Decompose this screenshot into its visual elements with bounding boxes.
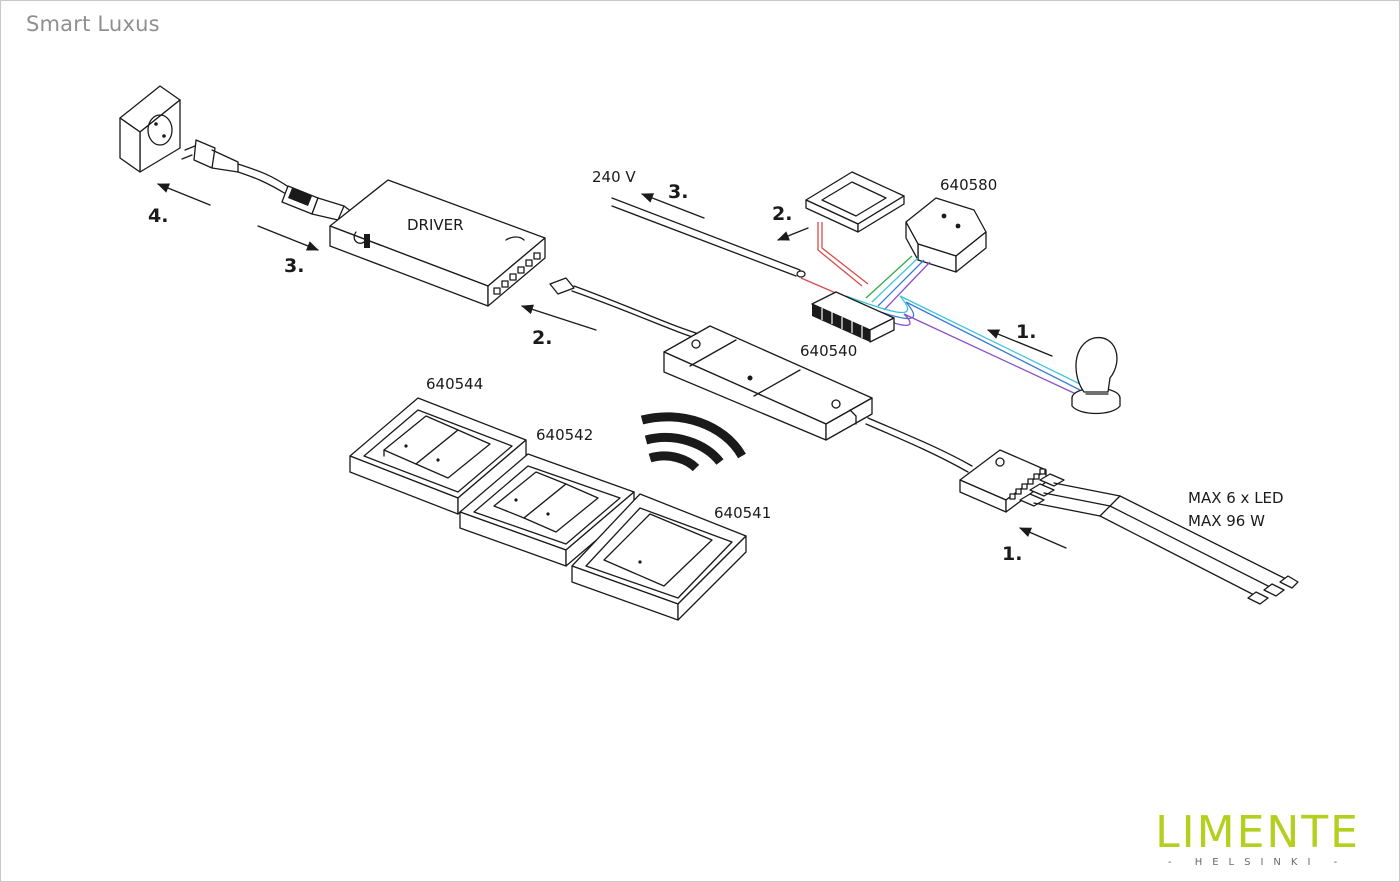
- mains-wire-240v: [611, 197, 806, 278]
- step-2-driver-label: 2.: [532, 327, 552, 349]
- label-640542: 640542: [536, 426, 593, 444]
- step-3-plug-label: 3.: [284, 255, 304, 277]
- iec-connector: [281, 185, 353, 221]
- terminal-blocks: [811, 291, 895, 343]
- arrow-step-3-plug: [257, 225, 319, 251]
- mains-plug: [181, 139, 239, 173]
- wireless-signal-icon: [640, 412, 746, 472]
- limente-logo: LIMENTE - HELSINKI -: [1155, 807, 1360, 869]
- sensor-640580: [905, 197, 987, 273]
- logo-subtitle: - HELSINKI -: [1167, 857, 1348, 868]
- arrow-step-1-led: [1019, 527, 1067, 549]
- label-640544: 640544: [426, 375, 483, 393]
- label-640541: 640541: [714, 504, 771, 522]
- label-640540: 640540: [800, 342, 857, 360]
- mains-cable: [237, 163, 291, 195]
- arrow-step-2-switch: [777, 227, 809, 241]
- switch-640542: [459, 453, 635, 567]
- driver-label: DRIVER: [407, 216, 464, 234]
- logo-wordmark: LIMENTE: [1155, 807, 1360, 858]
- wall-socket: [119, 85, 181, 173]
- switch-640544: [349, 397, 527, 515]
- step-arrows: [157, 183, 1067, 549]
- wall-switch-pad: [805, 171, 905, 233]
- label-640580: 640580: [940, 176, 997, 194]
- max-led-label: MAX 6 x LED: [1188, 489, 1284, 507]
- step-4-label: 4.: [148, 205, 168, 227]
- step-3-240v-label: 3.: [668, 181, 688, 203]
- arrow-step-3-240v: [641, 193, 705, 219]
- controller-640540: [663, 325, 873, 441]
- low-voltage-cable: [549, 277, 713, 343]
- switch-640541: [571, 493, 747, 621]
- arrow-step-2-driver: [521, 304, 597, 331]
- led-strips: [1019, 473, 1299, 605]
- voltage-label: 240 V: [592, 168, 636, 186]
- arrow-step-4: [157, 183, 211, 206]
- step-1-bulb-label: 1.: [1016, 321, 1036, 343]
- driver-unit: [329, 179, 546, 307]
- arrow-step-1-bulb: [987, 329, 1053, 357]
- driver-output-ports: [493, 252, 541, 295]
- light-bulb: [1071, 337, 1121, 415]
- step-2-switch-label: 2.: [772, 203, 792, 225]
- step-1-led-label: 1.: [1002, 543, 1022, 565]
- max-watt-label: MAX 96 W: [1188, 512, 1265, 530]
- page-title: Smart Luxus: [26, 12, 160, 36]
- output-cable: [865, 417, 973, 473]
- led-distributor: [959, 449, 1047, 513]
